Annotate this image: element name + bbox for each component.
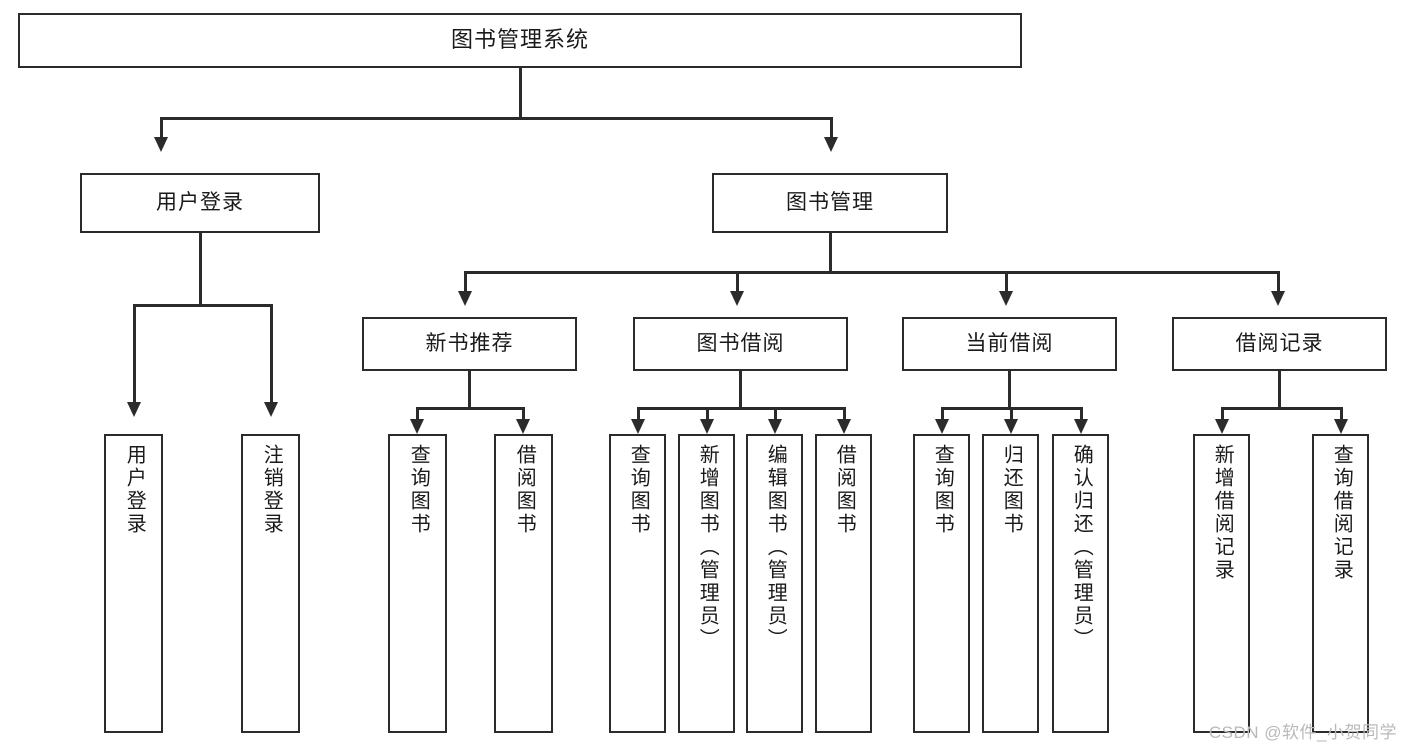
arrowhead-current-borrow-2 — [1004, 419, 1018, 434]
node-label: 图书管理 — [786, 191, 874, 215]
connector-user-login-bus — [133, 304, 270, 307]
node-label: 图书借阅 — [696, 332, 785, 356]
node-user-login[interactable]: 用户登录 — [80, 173, 320, 233]
node-label: 新书推荐 — [425, 332, 514, 356]
node-label: 用户登录 — [123, 444, 146, 536]
connector-current-borrow-drop-2 — [1010, 407, 1013, 421]
leaf-book-borrow-borrow-book[interactable]: 借阅图书 — [815, 434, 872, 733]
node-label: 新增图书（管理员） — [696, 444, 719, 651]
arrowhead-borrow-record-2 — [1334, 419, 1348, 434]
arrowhead-new-book-2 — [516, 419, 530, 434]
arrowhead-level2-4 — [1271, 291, 1285, 306]
node-new-book-recommend[interactable]: 新书推荐 — [362, 317, 577, 371]
node-label: 借阅图书 — [833, 444, 856, 536]
leaf-new-book-borrow-book[interactable]: 借阅图书 — [494, 434, 553, 733]
leaf-user-login-login[interactable]: 用户登录 — [104, 434, 163, 733]
arrowhead-book-borrow-1 — [631, 419, 645, 434]
node-label: 查询借阅记录 — [1330, 444, 1353, 582]
node-current-borrow[interactable]: 当前借阅 — [902, 317, 1117, 371]
connector-current-borrow-drop-1 — [941, 407, 944, 421]
arrowhead-user-login-1 — [127, 402, 141, 417]
connector-current-borrow-drop-3 — [1080, 407, 1083, 421]
node-root-book-management-system[interactable]: 图书管理系统 — [18, 13, 1022, 68]
node-label: 确认归还（管理员） — [1070, 444, 1093, 651]
connector-book-borrow-drop-1 — [637, 407, 640, 421]
connector-book-borrow-drop-4 — [843, 407, 846, 421]
node-book-borrow[interactable]: 图书借阅 — [633, 317, 848, 371]
connector-borrow-record-stem — [1278, 371, 1281, 409]
node-book-management[interactable]: 图书管理 — [712, 173, 948, 233]
connector-new-book-bus — [416, 407, 522, 410]
leaf-user-login-logout[interactable]: 注销登录 — [241, 434, 300, 733]
connector-current-borrow-stem — [1008, 371, 1011, 409]
arrowhead-current-borrow-3 — [1074, 419, 1088, 434]
leaf-book-borrow-edit-book-admin[interactable]: 编辑图书（管理员） — [746, 434, 803, 733]
connector-user-login-drop-1 — [133, 304, 136, 404]
connector-level2-drop-3 — [1005, 271, 1008, 293]
arrowhead-level2-3 — [999, 291, 1013, 306]
node-label: 借阅记录 — [1235, 332, 1324, 356]
connector-borrow-record-bus — [1221, 407, 1340, 410]
leaf-current-borrow-confirm-return-admin[interactable]: 确认归还（管理员） — [1052, 434, 1109, 733]
connector-new-book-stem — [468, 371, 471, 409]
connector-level2-drop-2 — [736, 271, 739, 293]
connector-book-borrow-stem — [739, 371, 742, 409]
node-label: 借阅图书 — [513, 444, 536, 536]
connector-level2-drop-1 — [464, 271, 467, 293]
arrowhead-level2-1 — [458, 291, 472, 306]
connector-level2-bus — [464, 271, 1277, 274]
connector-book-borrow-drop-3 — [774, 407, 777, 421]
node-label: 新增借阅记录 — [1211, 444, 1234, 582]
arrowhead-borrow-record-1 — [1215, 419, 1229, 434]
connector-user-login-stem — [199, 233, 202, 306]
connector-book-borrow-bus — [637, 407, 845, 410]
arrowhead-book-borrow-3 — [768, 419, 782, 434]
leaf-new-book-query-book[interactable]: 查询图书 — [388, 434, 447, 733]
leaf-current-borrow-query-book[interactable]: 查询图书 — [913, 434, 970, 733]
node-label: 查询图书 — [407, 444, 430, 536]
connector-borrow-record-drop-1 — [1221, 407, 1224, 421]
leaf-borrow-record-query-record[interactable]: 查询借阅记录 — [1312, 434, 1369, 733]
arrowhead-user-login-2 — [264, 402, 278, 417]
node-label: 当前借阅 — [965, 332, 1054, 356]
leaf-book-borrow-query-book[interactable]: 查询图书 — [609, 434, 666, 733]
leaf-current-borrow-return-book[interactable]: 归还图书 — [982, 434, 1039, 733]
connector-new-book-drop-2 — [522, 407, 525, 421]
connector-level1-drop-2 — [830, 117, 833, 139]
arrowhead-current-borrow-1 — [935, 419, 949, 434]
node-borrow-record[interactable]: 借阅记录 — [1172, 317, 1387, 371]
leaf-book-borrow-add-book-admin[interactable]: 新增图书（管理员） — [678, 434, 735, 733]
connector-book-borrow-drop-2 — [706, 407, 709, 421]
node-label: 注销登录 — [260, 444, 283, 536]
node-label: 归还图书 — [1000, 444, 1023, 536]
node-label: 图书管理系统 — [450, 27, 589, 53]
connector-user-login-drop-2 — [270, 304, 273, 404]
connector-new-book-drop-1 — [416, 407, 419, 421]
arrowhead-level1-1 — [154, 137, 168, 152]
leaf-borrow-record-add-record[interactable]: 新增借阅记录 — [1193, 434, 1250, 733]
arrowhead-book-borrow-4 — [837, 419, 851, 434]
connector-book-management-stem — [829, 233, 832, 273]
connector-borrow-record-drop-2 — [1340, 407, 1343, 421]
node-label: 编辑图书（管理员） — [764, 444, 787, 651]
arrowhead-level2-2 — [730, 291, 744, 306]
node-label: 查询图书 — [931, 444, 954, 536]
connector-level1-drop-1 — [160, 117, 163, 139]
connector-root-stem — [519, 68, 522, 118]
connector-level1-bus — [160, 117, 832, 120]
arrowhead-book-borrow-2 — [700, 419, 714, 434]
arrowhead-level1-2 — [824, 137, 838, 152]
node-label: 查询图书 — [627, 444, 650, 536]
connector-level2-drop-4 — [1277, 271, 1280, 293]
csdn-watermark: CSDN @软件_小贺同学 — [1208, 723, 1397, 742]
arrowhead-new-book-1 — [410, 419, 424, 434]
node-label: 用户登录 — [156, 191, 244, 215]
